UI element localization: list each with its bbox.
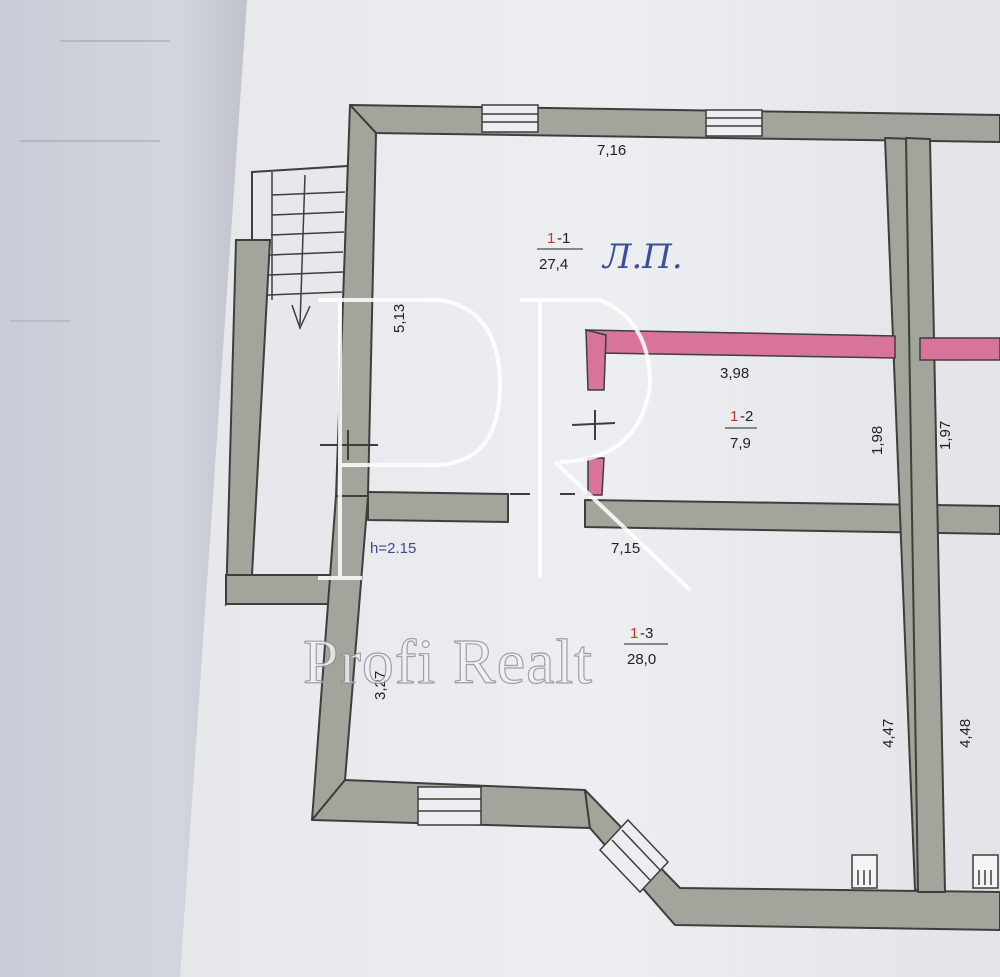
room-number-2: 1	[730, 408, 738, 425]
room-area-3: 28,0	[627, 651, 656, 668]
handwritten-initials: Л.П.	[601, 237, 683, 277]
dim-right-height-upper: 1,97	[937, 421, 954, 450]
room-label-1: 1 -1 27,4	[537, 230, 583, 273]
watermark-brand-text: Profi Realt	[303, 626, 593, 697]
window-icon	[417, 104, 763, 894]
room-suffix-3: -3	[640, 625, 653, 642]
room-suffix-1: -1	[557, 230, 570, 247]
dim-right-height-lower: 4,48	[957, 719, 974, 748]
ceiling-height-label: h=2.15	[370, 540, 416, 557]
room-suffix-2: -2	[740, 408, 753, 425]
dim-room3-height: 4,47	[880, 719, 897, 748]
room-label-2: 1 -2 7,9	[725, 408, 757, 452]
stairs-icon	[267, 172, 346, 331]
room-label-3: 1 -3 28,0	[624, 625, 668, 668]
room-area-1: 27,4	[539, 256, 568, 273]
room-number-1: 1	[547, 230, 555, 247]
dim-left-height-upper: 5,13	[391, 304, 408, 333]
room-area-2: 7,9	[730, 435, 751, 452]
dim-middle-width: 7,15	[611, 540, 640, 557]
exterior-staircase	[224, 164, 350, 607]
partition-walls	[584, 329, 1000, 496]
dim-small-room-height: 1,98	[869, 426, 886, 455]
dim-small-room-width: 3,98	[720, 365, 749, 382]
door-icon	[320, 410, 616, 495]
left-page-faded-text	[10, 40, 170, 322]
building-walls	[311, 104, 1000, 931]
dim-top-width: 7,16	[597, 142, 626, 159]
radiator-icon	[851, 854, 999, 889]
room-number-3: 1	[630, 625, 638, 642]
dim-left-height-lower: 3,27	[372, 671, 389, 700]
watermark-monogram	[318, 298, 692, 592]
